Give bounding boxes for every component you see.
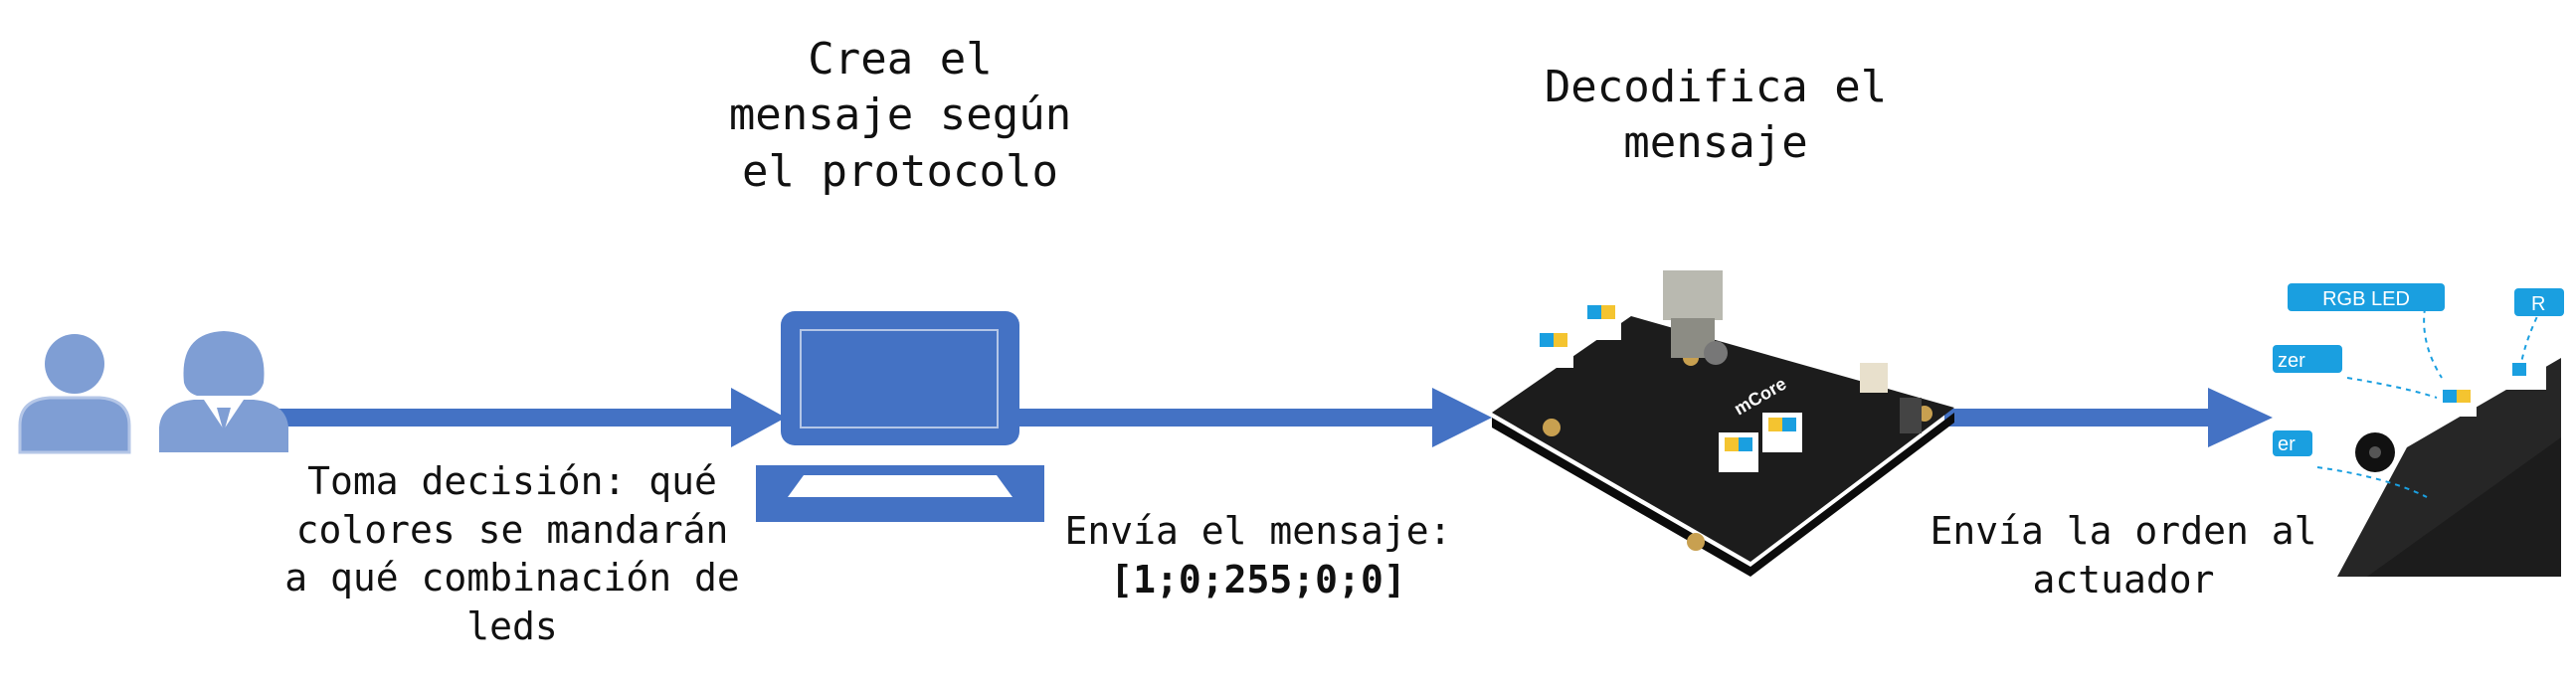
rgb-led-callout-2 xyxy=(2514,288,2564,316)
user-icon xyxy=(18,334,131,454)
rgb-led-callout xyxy=(2288,283,2445,311)
laptop-title-line-2: mensaje según xyxy=(728,89,1072,141)
rgb-led-callout-label: RGB LED xyxy=(2322,288,2410,310)
send-message-caption: Envía el mensaje: [1;0;255;0;0] xyxy=(1049,507,1467,603)
user-caption-line-1: Toma decisión: qué xyxy=(307,459,717,503)
buzzer-callout-label: zer xyxy=(2278,350,2305,372)
partial-callout xyxy=(2273,430,2312,456)
rgb-led-callout-2-label: R xyxy=(2531,293,2545,315)
message-value: [1;0;255;0;0] xyxy=(1110,557,1406,601)
mcore-board-image: mCore xyxy=(1492,270,1954,577)
actuator-board-image: RGB LED R zer er xyxy=(2273,278,2564,577)
user-caption-line-2: colores se mandarán xyxy=(295,507,729,552)
laptop-step-title: Crea el mensaje según el protocolo xyxy=(696,32,1104,200)
board-step-title: Decodifica el mensaje xyxy=(1512,60,1920,172)
arrow-laptop-to-board xyxy=(1014,388,1492,447)
laptop-title-line-3: el protocolo xyxy=(742,145,1058,197)
actuator-caption-line-2: actuador xyxy=(2032,557,2215,601)
user-caption-line-4: leds xyxy=(466,603,558,648)
buzzer-callout xyxy=(2273,345,2342,373)
laptop-title-line-1: Crea el xyxy=(808,34,993,85)
user-caption-line-3: a qué combinación de xyxy=(284,556,740,600)
partial-callout-label: er xyxy=(2278,433,2296,455)
arrow-board-to-actuator xyxy=(1944,388,2273,447)
actuator-caption: Envía la orden al actuador xyxy=(1915,507,2332,603)
laptop-icon xyxy=(756,311,1044,522)
actuator-caption-line-1: Envía la orden al xyxy=(1930,509,2317,553)
arrow-user-to-laptop xyxy=(269,388,786,447)
board-title-line-1: Decodifica el xyxy=(1544,62,1888,112)
user-decision-caption: Toma decisión: qué colores se mandarán a… xyxy=(274,457,751,651)
woman-user-icon xyxy=(159,331,288,452)
send-message-label: Envía el mensaje: xyxy=(1064,509,1452,553)
board-title-line-2: mensaje xyxy=(1623,117,1808,169)
